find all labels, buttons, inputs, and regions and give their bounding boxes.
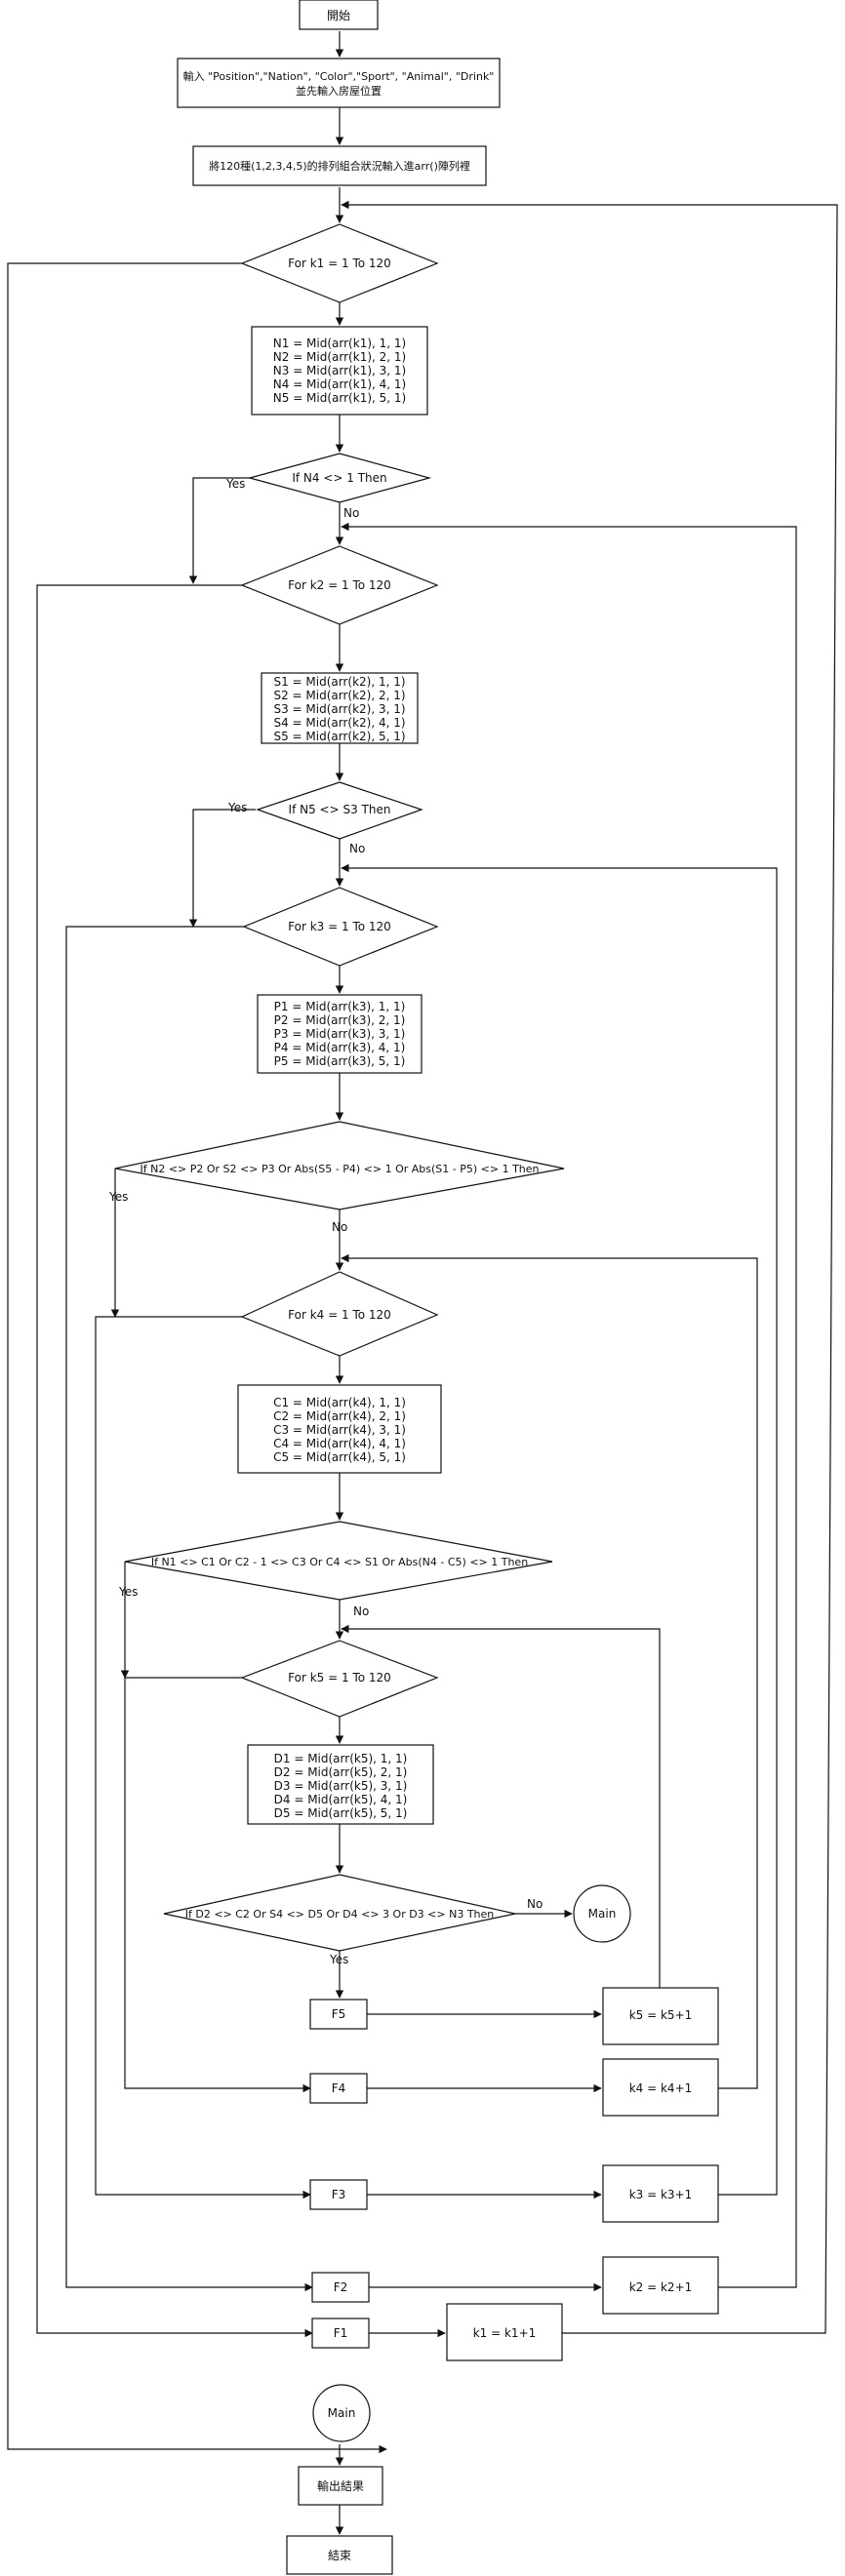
for-k4-diamond: For k4 = 1 To 120 (240, 1271, 439, 1357)
end-node: 結束 (286, 2535, 393, 2575)
d3-line: D3 = Mid(arr(k5), 3, 1) (274, 1779, 408, 1793)
n1-line: N1 = Mid(arr(k1), 1, 1) (273, 337, 406, 350)
for-k5-diamond: For k5 = 1 To 120 (240, 1640, 439, 1718)
f2-box: F2 (311, 2272, 370, 2303)
p-assign-block: P1 = Mid(arr(k3), 1, 1) P2 = Mid(arr(k3)… (257, 994, 422, 1074)
main-outer-label: Main (328, 2406, 356, 2420)
if-c-yes-label: Yes (118, 1585, 138, 1599)
input-label-line2: 並先輸入房屋位置 (296, 84, 382, 98)
p3-line: P3 = Mid(arr(k3), 3, 1) (274, 1027, 406, 1041)
if-d-label: If D2 <> C2 Or S4 <> D5 Or D4 <> 3 Or D3… (185, 1908, 495, 1921)
if-n4-yes-label: Yes (225, 477, 245, 491)
p5-line: P5 = Mid(arr(k3), 5, 1) (274, 1054, 406, 1068)
f1-label: F1 (334, 2326, 348, 2340)
output-node: 輸出結果 (298, 2466, 383, 2506)
f3-box: F3 (309, 2179, 368, 2210)
p1-line: P1 = Mid(arr(k3), 1, 1) (274, 1000, 406, 1013)
input-node: 輸入 "Position","Nation", "Color","Sport",… (177, 58, 501, 108)
s2-line: S2 = Mid(arr(k2), 2, 1) (273, 689, 405, 702)
f3-label: F3 (332, 2188, 346, 2201)
n5-line: N5 = Mid(arr(k1), 5, 1) (273, 391, 406, 405)
k3-increment-label: k3 = k3+1 (629, 2188, 693, 2201)
for-k3-label: For k3 = 1 To 120 (288, 920, 391, 933)
load-arr-label: 將120種(1,2,3,4,5)的排列組合狀況輸入進arr()陣列裡 (209, 159, 470, 173)
if-n5-label: If N5 <> S3 Then (289, 803, 391, 816)
n-assign-block: N1 = Mid(arr(k1), 1, 1) N2 = Mid(arr(k1)… (251, 326, 428, 416)
if-n4-no-label: No (343, 506, 359, 520)
s-assign-block: S1 = Mid(arr(k2), 1, 1) S2 = Mid(arr(k2)… (261, 672, 419, 744)
if-p-yes-label: Yes (108, 1190, 128, 1204)
if-d-no-label: No (527, 1897, 543, 1911)
p2-line: P2 = Mid(arr(k3), 2, 1) (274, 1013, 406, 1027)
c5-line: C5 = Mid(arr(k4), 5, 1) (273, 1450, 406, 1464)
k2-increment-box: k2 = k2+1 (602, 2256, 719, 2315)
n3-line: N3 = Mid(arr(k1), 3, 1) (273, 364, 406, 377)
k4-increment-box: k4 = k4+1 (602, 2058, 719, 2117)
if-n4-label: If N4 <> 1 Then (292, 471, 386, 485)
f4-label: F4 (332, 2081, 346, 2095)
start-node: 開始 (299, 0, 379, 30)
c4-line: C4 = Mid(arr(k4), 4, 1) (273, 1437, 406, 1450)
p4-line: P4 = Mid(arr(k3), 4, 1) (274, 1041, 406, 1054)
edges (7, 31, 838, 2535)
k1-increment-label: k1 = k1+1 (473, 2326, 537, 2340)
f4-box: F4 (309, 2073, 368, 2104)
d2-line: D2 = Mid(arr(k5), 2, 1) (274, 1765, 408, 1779)
input-label-line1: 輸入 "Position","Nation", "Color","Sport",… (183, 69, 495, 83)
if-n5-no-label: No (349, 842, 365, 855)
k1-increment-box: k1 = k1+1 (446, 2303, 563, 2361)
if-p-label: If N2 <> P2 Or S2 <> P3 Or Abs(S5 - P4) … (140, 1163, 539, 1175)
s4-line: S4 = Mid(arr(k2), 4, 1) (273, 716, 405, 730)
load-arr-node: 將120種(1,2,3,4,5)的排列組合狀況輸入進arr()陣列裡 (192, 145, 487, 186)
start-label: 開始 (327, 9, 350, 22)
c-assign-block: C1 = Mid(arr(k4), 1, 1) C2 = Mid(arr(k4)… (237, 1384, 442, 1474)
for-k3-diamond: For k3 = 1 To 120 (242, 887, 439, 967)
s1-line: S1 = Mid(arr(k2), 1, 1) (273, 675, 405, 689)
s5-line: S5 = Mid(arr(k2), 5, 1) (273, 730, 405, 743)
s3-line: S3 = Mid(arr(k2), 3, 1) (273, 702, 405, 716)
k3-increment-box: k3 = k3+1 (602, 2164, 719, 2223)
if-n5-yes-label: Yes (227, 801, 247, 814)
k5-increment-box: k5 = k5+1 (602, 1987, 719, 2045)
if-d-yes-label: Yes (329, 1953, 348, 1966)
for-k5-label: For k5 = 1 To 120 (288, 1671, 391, 1684)
if-c-no-label: No (353, 1605, 369, 1618)
for-k2-label: For k2 = 1 To 120 (288, 578, 391, 592)
end-label: 結束 (328, 2549, 351, 2562)
f2-label: F2 (334, 2280, 348, 2294)
if-n5-diamond: If N5 <> S3 Then Yes No (227, 781, 423, 855)
d1-line: D1 = Mid(arr(k5), 1, 1) (274, 1752, 408, 1765)
for-k2-diamond: For k2 = 1 To 120 (240, 545, 439, 625)
c1-line: C1 = Mid(arr(k4), 1, 1) (273, 1396, 406, 1409)
for-k4-label: For k4 = 1 To 120 (288, 1308, 391, 1322)
d-assign-block: D1 = Mid(arr(k5), 1, 1) D2 = Mid(arr(k5)… (247, 1744, 434, 1825)
main-connector-inner: Main (573, 1884, 631, 1943)
if-c-diamond: If N1 <> C1 Or C2 - 1 <> C3 Or C4 <> S1 … (118, 1521, 553, 1618)
n4-line: N4 = Mid(arr(k1), 4, 1) (273, 377, 406, 391)
c2-line: C2 = Mid(arr(k4), 2, 1) (273, 1409, 406, 1423)
f1-box: F1 (311, 2318, 370, 2349)
if-p-no-label: No (332, 1220, 347, 1234)
main-connector-outer: Main (312, 2384, 371, 2442)
k2-increment-label: k2 = k2+1 (629, 2280, 693, 2294)
if-n4-diamond: If N4 <> 1 Then Yes No (225, 453, 432, 520)
c3-line: C3 = Mid(arr(k4), 3, 1) (273, 1423, 406, 1437)
f5-box: F5 (309, 1999, 368, 2030)
f5-label: F5 (332, 2007, 346, 2021)
k5-increment-label: k5 = k5+1 (629, 2008, 693, 2022)
for-k1-label: For k1 = 1 To 120 (288, 257, 391, 270)
k4-increment-label: k4 = k4+1 (629, 2081, 693, 2095)
if-d-diamond: If D2 <> C2 Or S4 <> D5 Or D4 <> 3 Or D3… (163, 1874, 543, 1966)
for-k1-diamond: For k1 = 1 To 120 (240, 223, 439, 303)
n2-line: N2 = Mid(arr(k1), 2, 1) (273, 350, 406, 364)
output-label: 輸出結果 (317, 2478, 364, 2493)
if-c-label: If N1 <> C1 Or C2 - 1 <> C3 Or C4 <> S1 … (151, 1556, 528, 1568)
d5-line: D5 = Mid(arr(k5), 5, 1) (274, 1806, 408, 1820)
if-p-diamond: If N2 <> P2 Or S2 <> P3 Or Abs(S5 - P4) … (108, 1121, 565, 1234)
main-inner-label: Main (588, 1907, 617, 1921)
d4-line: D4 = Mid(arr(k5), 4, 1) (274, 1793, 408, 1806)
